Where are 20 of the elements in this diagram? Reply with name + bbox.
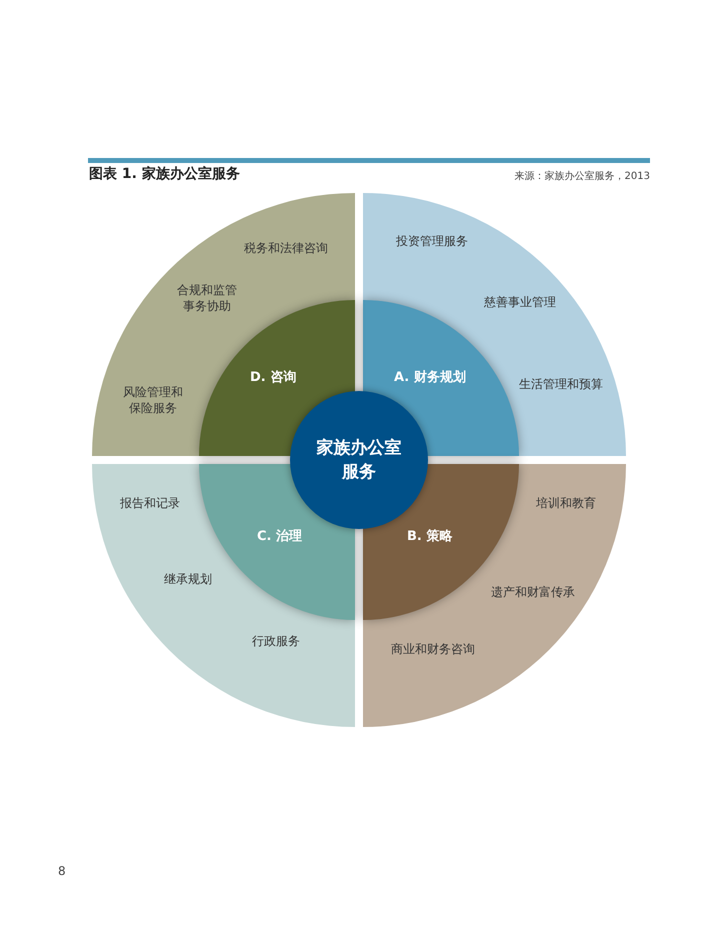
category-label: A. 财务规划: [394, 369, 466, 386]
service-label: 投资管理服务: [396, 233, 468, 249]
source-note: 来源：家族办公室服务，2013: [514, 170, 650, 183]
service-label: 风险管理和保险服务: [122, 384, 184, 416]
category-label: C. 治理: [257, 528, 302, 545]
page-number: 8: [58, 864, 66, 878]
figure-title: 图表 1. 家族办公室服务: [89, 165, 240, 183]
service-label: 继承规划: [164, 571, 212, 587]
service-label: 培训和教育: [536, 495, 596, 511]
service-label: 合规和监管事务协助: [176, 282, 238, 314]
category-label: B. 策略: [407, 528, 452, 545]
service-label: 商业和财务咨询: [391, 641, 475, 657]
service-label: 遗产和财富传承: [491, 584, 575, 600]
service-label: 慈善事业管理: [484, 294, 556, 310]
category-label: D. 咨询: [250, 369, 296, 386]
service-label: 税务和法律咨询: [244, 240, 328, 256]
service-label: 生活管理和预算: [519, 376, 603, 392]
service-label: 报告和记录: [120, 495, 180, 511]
center-label: 家族办公室服务: [316, 437, 402, 484]
service-label: 行政服务: [252, 633, 300, 649]
